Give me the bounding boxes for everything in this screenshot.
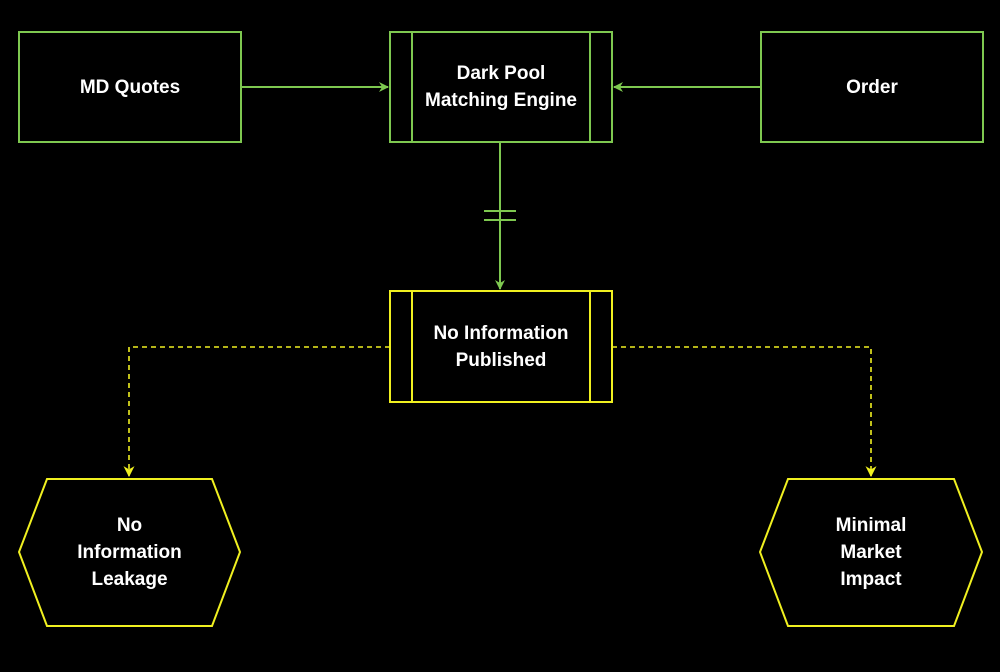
matching-engine-box[interactable] (389, 31, 613, 143)
no-info-published-box[interactable] (389, 290, 613, 403)
no-info-leakage-hexagon[interactable] (17, 478, 242, 627)
md-quotes-box[interactable] (18, 31, 242, 143)
dashed-arrow-to-leakage (123, 346, 390, 478)
connector-engine-to-published (484, 142, 516, 290)
dashed-arrow-to-impact (612, 346, 877, 478)
minimal-impact-hexagon[interactable] (758, 478, 984, 627)
order-box[interactable] (760, 31, 984, 143)
